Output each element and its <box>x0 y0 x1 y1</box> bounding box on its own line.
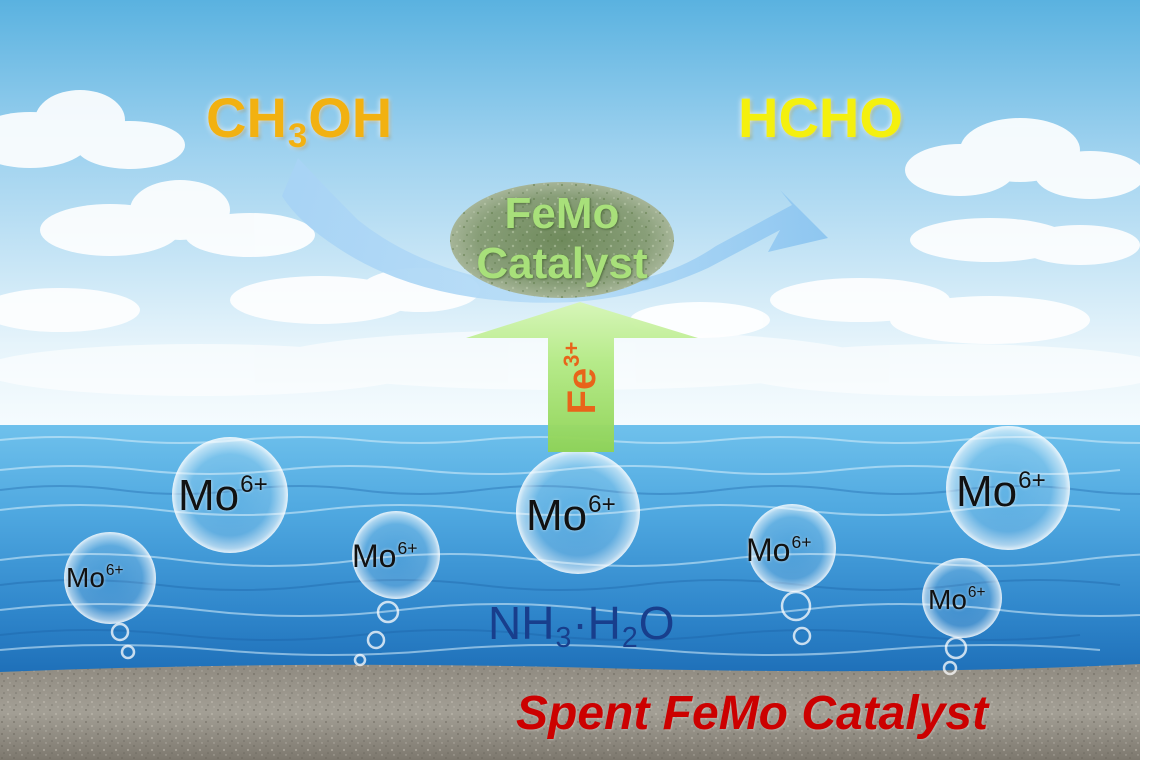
iron-ion-label: Fe3+ <box>558 341 605 415</box>
mo-ion-label: Mo6+ <box>66 562 124 593</box>
mo-ion-label: Mo6+ <box>352 537 418 574</box>
scene: CH3OH HCHO FeMo Catalyst Fe3+ Mo6+ Mo6+ … <box>0 0 1140 760</box>
solvent-label: NH3·H2O <box>488 597 675 654</box>
spent-catalyst-label: Spent FeMo Catalyst <box>516 687 989 740</box>
mo-ion-label: Mo6+ <box>928 584 986 615</box>
catalyst-label: FeMo Catalyst <box>476 189 648 288</box>
reaction-arrow <box>282 158 828 303</box>
bubbles <box>64 426 1070 676</box>
mo-ion-label: Mo6+ <box>526 490 616 540</box>
up-arrow <box>466 302 698 452</box>
mo-ion-label: Mo6+ <box>746 531 812 568</box>
background-illustration <box>0 0 1140 760</box>
product-label: HCHO <box>738 86 903 149</box>
mo-ion-label: Mo6+ <box>956 466 1046 516</box>
reactant-label: CH3OH <box>206 86 393 155</box>
mo-ion-label: Mo6+ <box>178 470 268 520</box>
